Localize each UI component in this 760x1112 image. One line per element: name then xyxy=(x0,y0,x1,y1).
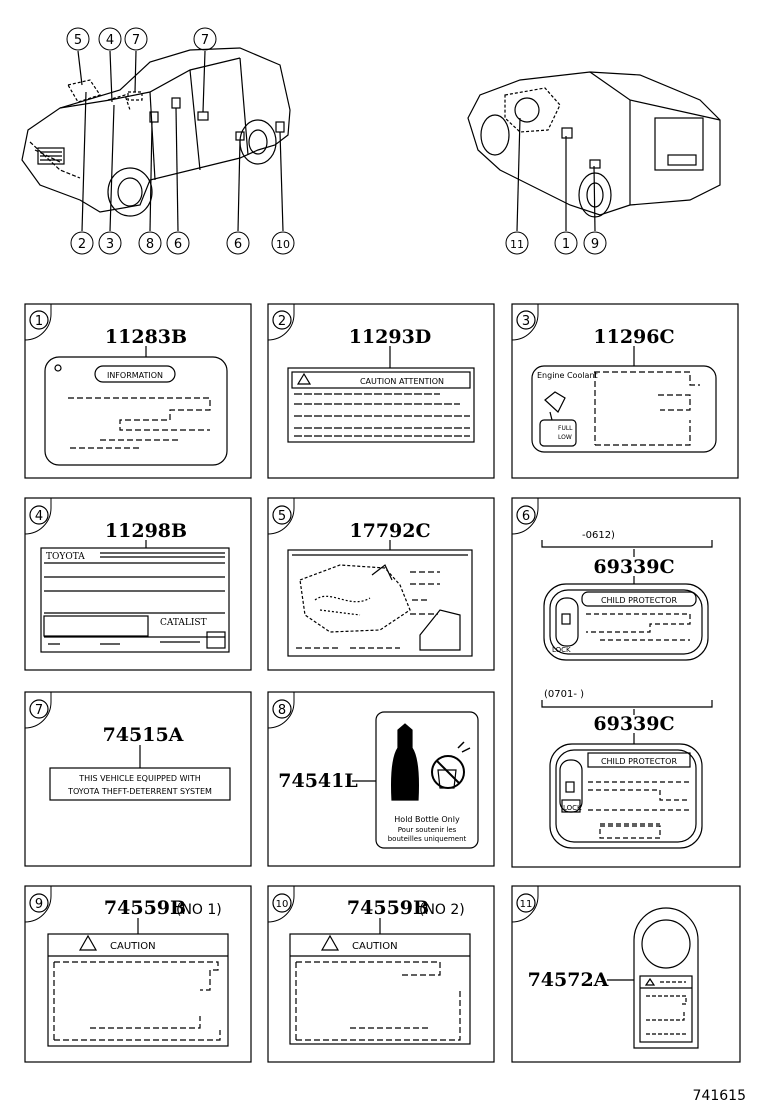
panel-number: 11 xyxy=(520,899,533,910)
part-suffix: (NO 1) xyxy=(176,902,222,918)
part-number: 74541L xyxy=(278,770,357,792)
panel-6: 6 -0612) 69339C CHILD PROTECTOR LOCK (07… xyxy=(511,497,741,868)
part-number: 74572A xyxy=(528,969,609,991)
panel-11: 11 74572A xyxy=(511,885,741,1063)
part-number: 11298B xyxy=(105,520,187,542)
panel-number: 4 xyxy=(35,509,43,524)
level-full: FULL xyxy=(558,425,573,432)
callout-label: 7 xyxy=(132,33,140,48)
rear-callout-leaders xyxy=(516,117,596,232)
label-text: CAUTION xyxy=(352,941,398,952)
date-range-upper: -0612) xyxy=(582,530,615,541)
part-number: 11296C xyxy=(593,326,674,348)
label-text-3: bouteilles uniquement xyxy=(388,835,467,843)
label-text: CAUTION xyxy=(110,941,156,952)
panel-5: 5 17792C xyxy=(267,497,495,671)
part-number: 74559B xyxy=(347,897,429,919)
callout-label: 5 xyxy=(74,33,82,48)
callout-label: 8 xyxy=(146,237,154,252)
part-number: 74515A xyxy=(103,724,184,746)
label-text: CAUTION ATTENTION xyxy=(360,377,444,386)
callout-label: 6 xyxy=(234,237,242,252)
callouts-rear-below xyxy=(505,231,607,255)
front-vehicle-drawing xyxy=(21,47,291,217)
callout-label: 9 xyxy=(591,237,599,252)
callout-label: 7 xyxy=(201,33,209,48)
callout-label: 3 xyxy=(106,237,114,252)
panel-number: 1 xyxy=(35,314,43,329)
diagram-id: 741615 xyxy=(693,1088,746,1104)
part-number: 69339C xyxy=(593,713,674,735)
part-number: 11283B xyxy=(105,326,187,348)
panel-number: 3 xyxy=(522,314,530,329)
callouts-front-above xyxy=(66,27,217,51)
panel-number: 8 xyxy=(278,703,286,718)
lock-text: LOCK xyxy=(552,646,571,654)
label-brand: TOYOTA xyxy=(46,552,85,562)
callout-label: 10 xyxy=(276,238,290,251)
label-text: CHILD PROTECTOR xyxy=(601,596,678,605)
part-number: 69339C xyxy=(593,556,674,578)
callout-label: 2 xyxy=(78,237,86,252)
label-text: THIS VEHICLE EQUIPPED WITH xyxy=(78,774,201,783)
part-number: 17792C xyxy=(349,520,430,542)
front-callout-leaders xyxy=(77,50,284,232)
panel-4: 4 11298B TOYOTA CATALIST xyxy=(24,497,252,671)
panel-number: 6 xyxy=(522,509,530,524)
part-number: 11293D xyxy=(349,326,432,348)
label-text: Engine Coolant xyxy=(537,371,598,380)
panel-number: 5 xyxy=(278,509,286,524)
level-low: LOW xyxy=(558,434,572,441)
panel-8: 8 74541L Hold Bottle Only Pour soutenir … xyxy=(267,691,495,867)
part-number: 74559B xyxy=(104,897,186,919)
label-text: CHILD PROTECTOR xyxy=(601,757,678,766)
panel-9: 9 74559B (NO 1) CAUTION xyxy=(24,885,252,1063)
panel-number: 10 xyxy=(276,899,289,910)
date-range-lower: (0701- ) xyxy=(544,689,584,700)
panel-1: 1 11283B INFORMATION xyxy=(24,303,252,479)
label-catalist: CATALIST xyxy=(160,618,207,628)
part-suffix: (NO 2) xyxy=(419,902,465,918)
panel-3: 3 11296C Engine Coolant FULL LOW xyxy=(511,303,739,479)
callouts-front-below xyxy=(70,231,295,255)
rear-vehicle-drawing xyxy=(467,71,721,218)
label-text: Hold Bottle Only xyxy=(394,815,460,824)
callout-label: 6 xyxy=(174,237,182,252)
lock-text: LOCK xyxy=(563,804,582,812)
label-text: INFORMATION xyxy=(107,371,163,380)
panel-number: 9 xyxy=(35,897,43,912)
callout-label: 1 xyxy=(562,237,570,252)
label-text-2: Pour soutenir les xyxy=(398,826,457,834)
panel-number: 2 xyxy=(278,314,286,329)
panel-7: 7 74515A THIS VEHICLE EQUIPPED WITH TOYO… xyxy=(24,691,252,867)
callout-label: 11 xyxy=(510,238,524,251)
panel-number: 7 xyxy=(35,703,43,718)
label-text-2: TOYOTA THEFT-DETERRENT SYSTEM xyxy=(67,787,212,796)
panel-2: 2 11293D CAUTION ATTENTION xyxy=(267,303,495,479)
panel-10: 10 74559B (NO 2) CAUTION xyxy=(267,885,495,1063)
callout-label: 4 xyxy=(106,33,114,48)
